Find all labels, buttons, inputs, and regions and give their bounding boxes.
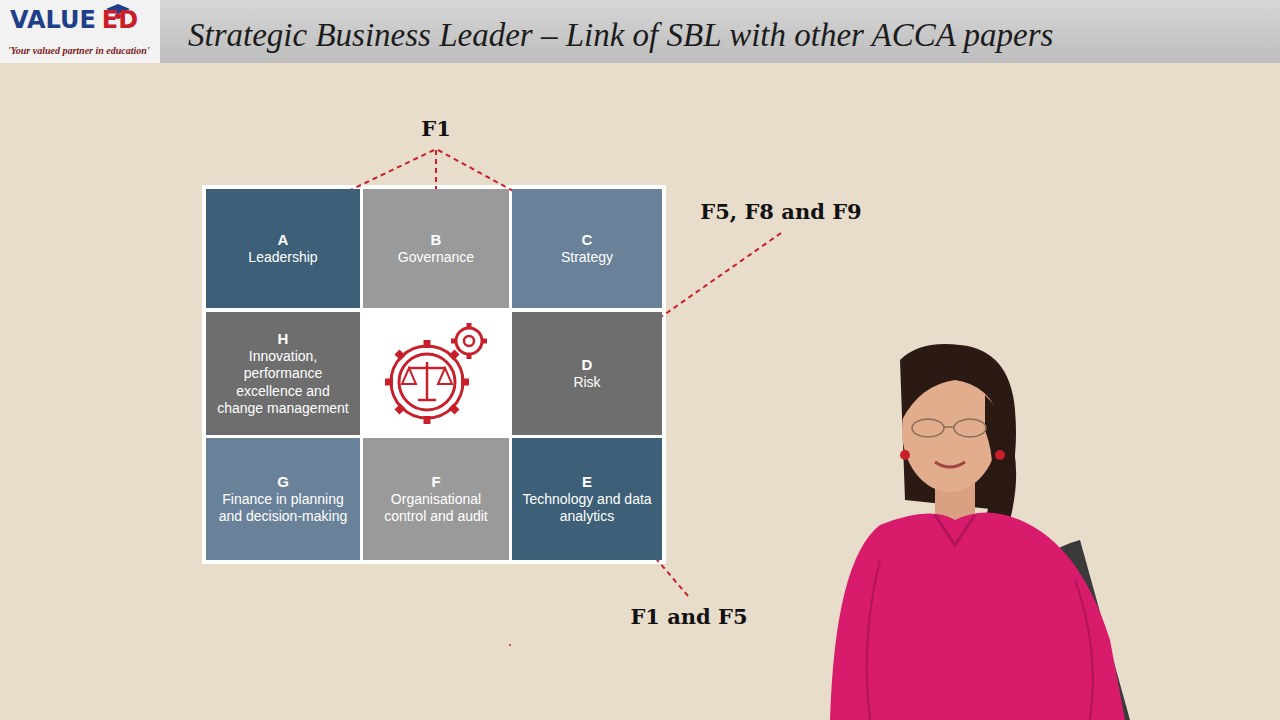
paper-callout: F5, F8 and F9 (700, 199, 861, 224)
cell-letter: B (431, 231, 442, 249)
grid-cell: CStrategy (512, 189, 662, 308)
page-title: Strategic Business Leader – Link of SBL … (188, 17, 1053, 54)
paper-callout: F1 (421, 116, 451, 141)
grid-cell: DRisk (512, 312, 662, 435)
cell-title: Governance (398, 249, 474, 267)
cell-title: Leadership (248, 249, 317, 267)
cell-letter: C (582, 231, 593, 249)
grid-cell: ALeadership (206, 189, 360, 308)
cell-title: Finance in planning and decision-making (214, 491, 352, 526)
cell-title: Organisational control and audit (371, 491, 501, 526)
paper-callout: F1 and F5 (630, 604, 747, 629)
grid-cell: BGovernance (363, 189, 509, 308)
logo-text: VALUE (10, 6, 96, 34)
logo-panel (0, 0, 160, 63)
grid-cell: HInnovation, performance excellence and … (206, 312, 360, 435)
logo: VALUEED (10, 6, 138, 34)
cell-letter: D (582, 356, 593, 374)
cell-title: Strategy (561, 249, 613, 267)
header-bar (0, 0, 1280, 63)
cell-letter: F (431, 473, 440, 491)
cell-title: Innovation, performance excellence and c… (214, 348, 352, 418)
grid-cell: ETechnology and data analytics (512, 438, 662, 560)
cell-title: Technology and data analytics (520, 491, 654, 526)
presenter-figure (830, 344, 1130, 720)
cell-letter: A (278, 231, 289, 249)
scales-gear-icon (385, 323, 487, 424)
logo-text: ED (102, 6, 138, 34)
dot (509, 644, 511, 646)
cell-letter: E (582, 473, 592, 491)
cell-letter: G (277, 473, 289, 491)
grid-cell: FOrganisational control and audit (363, 438, 509, 560)
tagline: 'Your valued partner in education' (8, 45, 150, 56)
grid-frame (202, 185, 666, 564)
cell-title: Risk (573, 374, 600, 392)
grid-cell: GFinance in planning and decision-making (206, 438, 360, 560)
cell-letter: H (278, 330, 289, 348)
